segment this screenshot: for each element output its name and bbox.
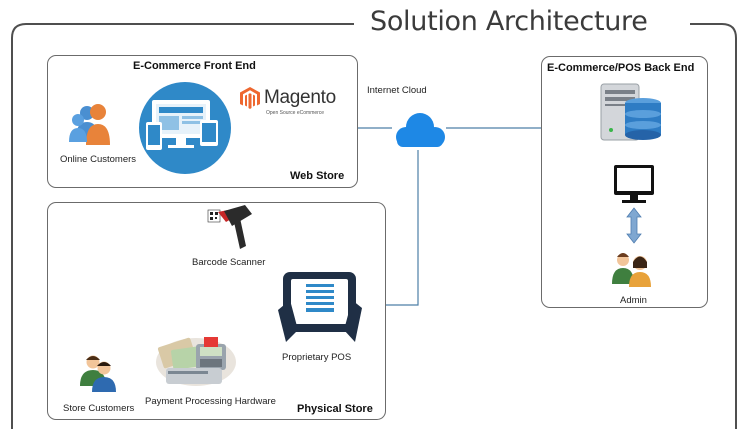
- admin-label: Admin: [620, 295, 647, 306]
- proprietary-pos-label: Proprietary POS: [282, 352, 352, 363]
- payment-hardware-label: Payment Processing Hardware: [145, 396, 276, 407]
- magento-wordmark: Magento: [264, 87, 336, 108]
- store-customers-icon: [80, 355, 116, 392]
- monitor-icon: [614, 165, 654, 203]
- frontend-header: E-Commerce Front End: [133, 60, 256, 72]
- magento-tagline: Open Source eCommerce: [266, 110, 325, 116]
- pos-tablet-icon: [278, 272, 362, 342]
- barcode-scanner-label: Barcode Scanner: [192, 257, 266, 268]
- admin-users-icon: [612, 253, 651, 287]
- outer-frame-right: [690, 23, 737, 429]
- internet-cloud-label: Internet Cloud: [367, 85, 427, 96]
- diagram-title: Solution Architecture: [360, 6, 658, 37]
- store-customers-label: Store Customers: [63, 403, 135, 414]
- server-database-icon: [600, 83, 661, 141]
- frontend-footer: Web Store: [290, 170, 345, 182]
- barcode-scanner-icon: [207, 205, 252, 249]
- magento-logo-icon: [240, 87, 260, 109]
- online-customers-label: Online Customers: [60, 154, 137, 165]
- backend-header: E-Commerce/POS Back End: [547, 62, 695, 74]
- bidirectional-arrow-icon: [626, 207, 642, 244]
- outer-frame-left: [11, 23, 354, 429]
- online-customers-icon: [69, 104, 110, 145]
- web-devices-icon: [139, 82, 231, 174]
- cloud-icon: [396, 113, 445, 147]
- payment-hardware-icon: [156, 337, 236, 386]
- store-footer: Physical Store: [297, 403, 373, 415]
